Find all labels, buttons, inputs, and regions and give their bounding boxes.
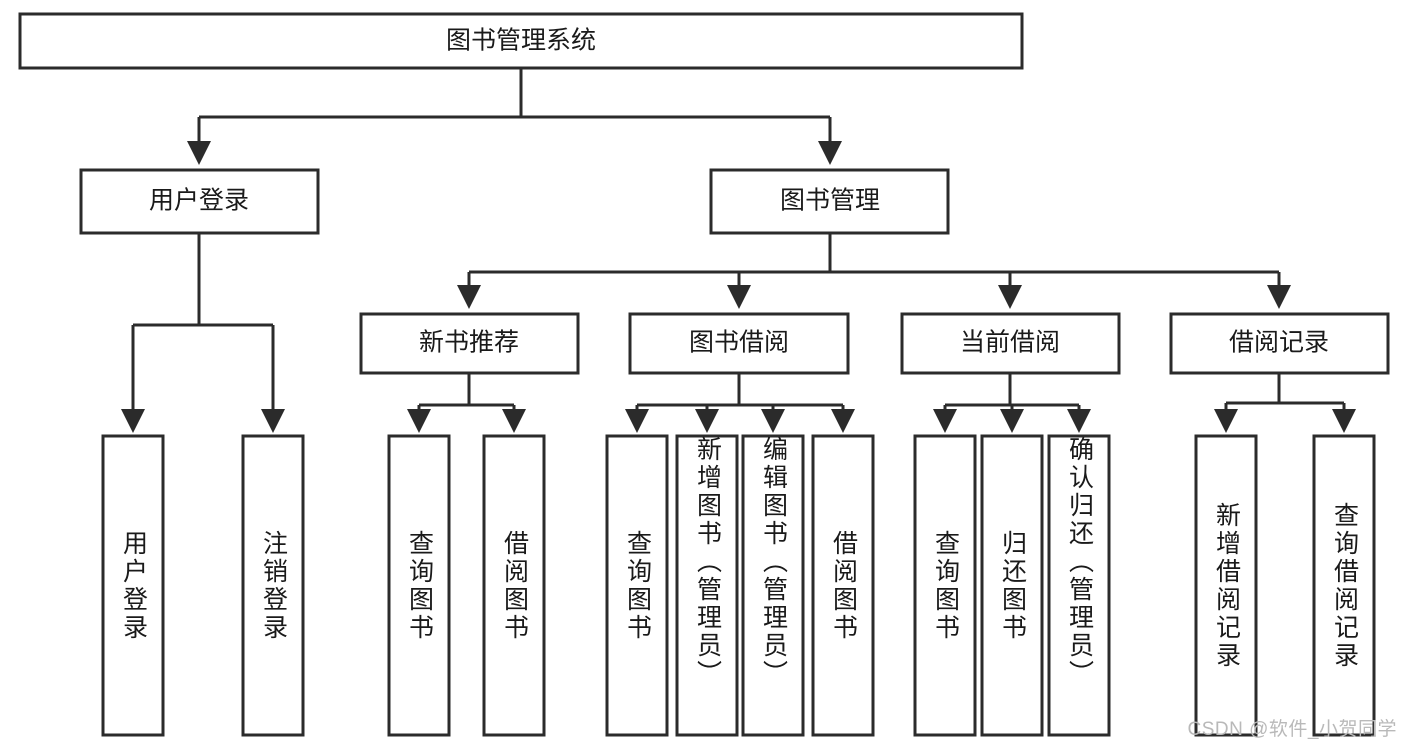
leaf-box-return-book[interactable] <box>980 434 1044 737</box>
node-root[interactable]: 图书管理系统 <box>18 12 1024 70</box>
watermark-text: CSDN @软件_小贺同学 <box>1187 719 1397 740</box>
node-new-book-recommend-label: 新书推荐 <box>419 329 519 357</box>
node-user-login[interactable]: 用户登录 <box>79 168 320 235</box>
leaf-box-add-book-admin[interactable] <box>675 434 739 737</box>
node-current-borrow-label: 当前借阅 <box>960 329 1060 357</box>
leaf-box-query-book-current[interactable] <box>913 434 977 737</box>
leaf-box-layer <box>101 434 1376 737</box>
node-user-login-label: 用户登录 <box>149 187 249 215</box>
node-borrow-record-box[interactable] <box>1169 312 1390 375</box>
node-new-book-recommend-box[interactable] <box>359 312 580 375</box>
node-book-borrow[interactable]: 图书借阅 <box>628 312 850 375</box>
leaf-box-logout[interactable] <box>241 434 305 737</box>
node-book-borrow-label: 图书借阅 <box>689 329 789 357</box>
node-borrow-record-label: 借阅记录 <box>1229 329 1329 357</box>
leaf-box-edit-book-admin[interactable] <box>741 434 805 737</box>
leaf-box-query-book-borrow[interactable] <box>605 434 669 737</box>
node-current-borrow[interactable]: 当前借阅 <box>900 312 1121 375</box>
node-book-management[interactable]: 图书管理 <box>709 168 950 235</box>
node-borrow-record[interactable]: 借阅记录 <box>1169 312 1390 375</box>
node-user-login-box[interactable] <box>79 168 320 235</box>
leaf-box-add-borrow-record[interactable] <box>1194 434 1258 737</box>
node-root-label: 图书管理系统 <box>446 27 596 55</box>
node-book-borrow-box[interactable] <box>628 312 850 375</box>
leaf-box-borrow-book[interactable] <box>811 434 875 737</box>
node-current-borrow-box[interactable] <box>900 312 1121 375</box>
node-new-book-recommend[interactable]: 新书推荐 <box>359 312 580 375</box>
leaf-box-query-borrow-record[interactable] <box>1312 434 1376 737</box>
node-book-management-box[interactable] <box>709 168 950 235</box>
node-root-box[interactable] <box>18 12 1024 70</box>
leaf-box-confirm-return-admin[interactable] <box>1047 434 1111 737</box>
leaf-box-borrow-book-newbook[interactable] <box>482 434 546 737</box>
node-book-management-label: 图书管理 <box>780 187 880 215</box>
leaf-box-query-book-newbook[interactable] <box>387 434 451 737</box>
connector-layer <box>121 68 1356 433</box>
leaf-box-user-login[interactable] <box>101 434 165 737</box>
